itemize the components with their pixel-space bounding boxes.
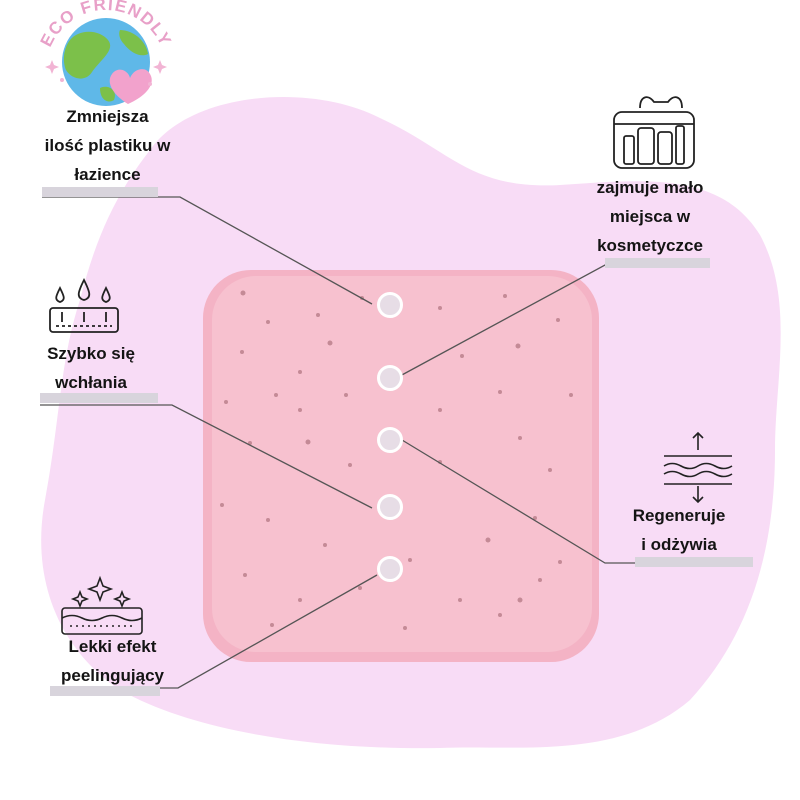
marker-dot-5 [377,556,403,582]
cosmetic-bag-icon [613,96,695,169]
feature-line: i odżywia [641,535,717,554]
feature-less-plastic-label: Zmniejsza ilość plastiku w łazience [20,102,195,189]
feature-line: kosmetyczce [597,236,703,255]
feature-regenerate-label: Regeneruje i odżywia [614,501,744,559]
marker-dot-3 [377,427,403,453]
feature-absorb-label: Szybko się wchłania [26,339,156,397]
marker-dot-1 [377,292,403,318]
feature-line: Szybko się [47,344,135,363]
feature-line: wchłania [55,373,127,392]
sparkle-skin-icon [61,575,143,635]
feature-line: Regeneruje [632,506,726,525]
connector-less-plastic [42,196,373,305]
marker-dot-4 [377,494,403,520]
skin-drops-icon [49,277,119,333]
feature-less-plastic-underline [42,187,158,197]
feature-line: miejsca w [609,207,691,226]
feature-line: ilość plastiku w [44,136,171,155]
feature-peeling-underline [50,686,160,696]
earth-heart-icon [62,18,152,106]
sparkle-decor [45,60,167,86]
feature-peeling-label: Lekki efekt peelingujący [40,632,185,690]
marker-dot-2 [377,365,403,391]
feature-absorb-underline [40,393,158,403]
connector-absorb [40,404,373,509]
feature-line: zajmuje mało [596,178,704,197]
feature-line: peelingujący [61,666,164,685]
feature-line: Zmniejsza [66,107,149,126]
feature-line: łazience [74,165,141,184]
eco-friendly-badge: ECO FRIENDLY [37,0,174,106]
feature-line: Lekki efekt [68,637,157,656]
skin-layers-arrows-icon [663,431,733,504]
soap-bar [203,270,599,662]
feature-compact-label: zajmuje mało miejsca w kosmetyczce [570,173,730,260]
feature-regenerate-underline [635,557,753,567]
feature-compact-underline [605,258,710,268]
